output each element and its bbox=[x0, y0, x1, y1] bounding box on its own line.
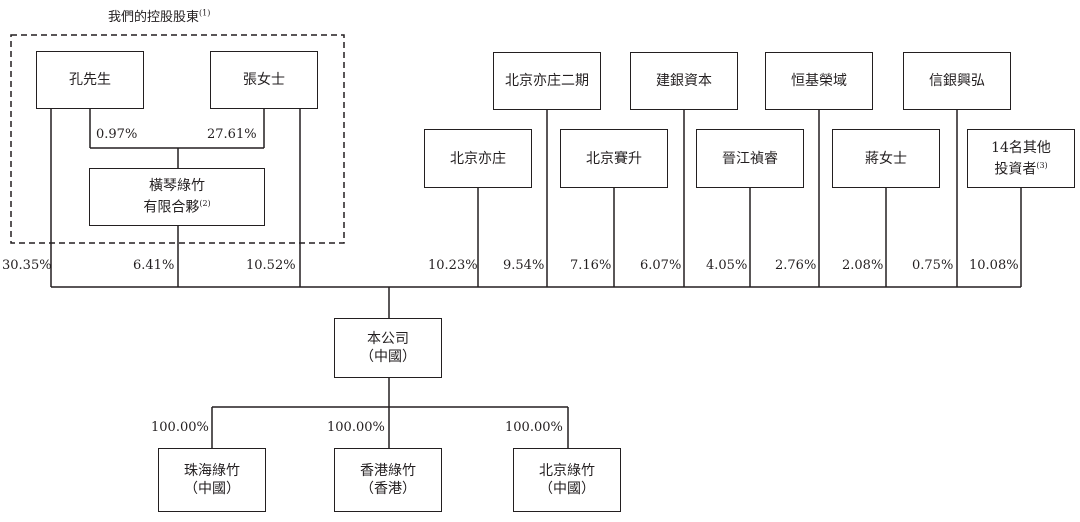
pct-zhang-to-hengqin: 27.61% bbox=[207, 127, 257, 142]
subsidiary-hongkong: 香港綠竹 （香港） bbox=[334, 448, 442, 512]
pct-hengqin: 6.41% bbox=[133, 258, 175, 273]
shareholder-jianyin: 建銀資本 bbox=[630, 52, 738, 110]
pct-xinyin: 0.75% bbox=[912, 258, 954, 273]
shareholder-hengqin-label-line2: 有限合夥 bbox=[143, 199, 200, 216]
pct-subsidiary-hongkong: 100.00% bbox=[327, 420, 385, 435]
pct-hengji: 2.76% bbox=[775, 258, 817, 273]
shareholder-others-footnote: (3) bbox=[1036, 160, 1048, 170]
shareholder-jiang-label: 蔣女士 bbox=[865, 150, 907, 167]
shareholder-hengji: 恒基榮域 bbox=[765, 52, 873, 110]
subsidiary-beijing: 北京綠竹 （中國） bbox=[513, 448, 621, 512]
subsidiary-zhuhai-label-line2: （中國） bbox=[184, 481, 240, 497]
subsidiary-hongkong-label-line1: 香港綠竹 bbox=[360, 463, 416, 479]
pct-others: 10.08% bbox=[969, 258, 1019, 273]
shareholder-kong-label: 孔先生 bbox=[69, 72, 111, 88]
pct-kong-to-hengqin: 0.97% bbox=[96, 127, 138, 142]
shareholder-jinjiang: 晉江禎睿 bbox=[696, 129, 804, 188]
shareholder-beijing-yizhuang-label: 北京亦庄 bbox=[450, 150, 506, 167]
subsidiary-zhuhai: 珠海綠竹 （中國） bbox=[158, 448, 266, 512]
pct-kong: 30.35% bbox=[2, 258, 52, 273]
shareholder-xinyin: 信銀興弘 bbox=[903, 52, 1011, 110]
shareholder-jiang: 蔣女士 bbox=[832, 129, 940, 188]
company-label-line1: 本公司 bbox=[367, 331, 409, 347]
subsidiary-zhuhai-label-line1: 珠海綠竹 bbox=[184, 463, 240, 479]
shareholder-hengqin-footnote: (2) bbox=[199, 199, 211, 209]
shareholder-beijing-saisheng: 北京賽升 bbox=[560, 129, 668, 188]
shareholder-hengji-label: 恒基榮域 bbox=[791, 73, 847, 89]
controlling-group-title-text: 我們的控股股東 bbox=[108, 10, 200, 25]
pct-jiang: 2.08% bbox=[842, 258, 884, 273]
pct-jinjiang: 4.05% bbox=[706, 258, 748, 273]
pct-subsidiary-beijing: 100.00% bbox=[505, 420, 563, 435]
controlling-group-title: 我們的控股股東(1) bbox=[108, 6, 210, 25]
shareholder-others-label-line2-wrap: 投資者(3) bbox=[994, 157, 1047, 179]
shareholder-zhang-label: 張女士 bbox=[243, 72, 285, 88]
shareholder-jinjiang-label: 晉江禎睿 bbox=[722, 150, 778, 167]
shareholder-jianyin-label: 建銀資本 bbox=[656, 73, 712, 89]
shareholder-beijing-yizhuang-2-label: 北京亦庄二期 bbox=[505, 73, 589, 89]
shareholder-hengqin: 橫琴綠竹 有限合夥(2) bbox=[89, 168, 265, 226]
shareholder-hengqin-label-line2-wrap: 有限合夥(2) bbox=[143, 195, 210, 217]
controlling-group-footnote: (1) bbox=[199, 8, 211, 18]
subsidiary-hongkong-label-line2: （香港） bbox=[360, 481, 416, 497]
company-label-line2: （中國） bbox=[360, 349, 416, 365]
pct-beijing-saisheng: 7.16% bbox=[570, 258, 612, 273]
subsidiary-beijing-label-line1: 北京綠竹 bbox=[539, 463, 595, 479]
pct-jianyin: 6.07% bbox=[640, 258, 682, 273]
shareholder-hengqin-label-line1: 橫琴綠竹 bbox=[149, 178, 205, 195]
pct-beijing-yizhuang-2: 9.54% bbox=[503, 258, 545, 273]
shareholder-others-label-line2: 投資者 bbox=[994, 161, 1037, 178]
pct-zhang: 10.52% bbox=[246, 258, 296, 273]
shareholder-zhang: 張女士 bbox=[210, 51, 318, 109]
shareholder-beijing-yizhuang: 北京亦庄 bbox=[424, 129, 532, 188]
shareholder-others-label-line1: 14名其他 bbox=[991, 139, 1051, 156]
shareholder-kong: 孔先生 bbox=[36, 51, 144, 109]
shareholder-others: 14名其他 投資者(3) bbox=[967, 129, 1075, 188]
subsidiary-beijing-label-line2: （中國） bbox=[539, 481, 595, 497]
company-box: 本公司 （中國） bbox=[334, 318, 442, 378]
shareholder-beijing-yizhuang-2: 北京亦庄二期 bbox=[493, 52, 601, 110]
pct-subsidiary-zhuhai: 100.00% bbox=[151, 420, 209, 435]
shareholder-xinyin-label: 信銀興弘 bbox=[929, 73, 985, 89]
pct-beijing-yizhuang: 10.23% bbox=[428, 258, 478, 273]
shareholder-beijing-saisheng-label: 北京賽升 bbox=[586, 150, 642, 167]
